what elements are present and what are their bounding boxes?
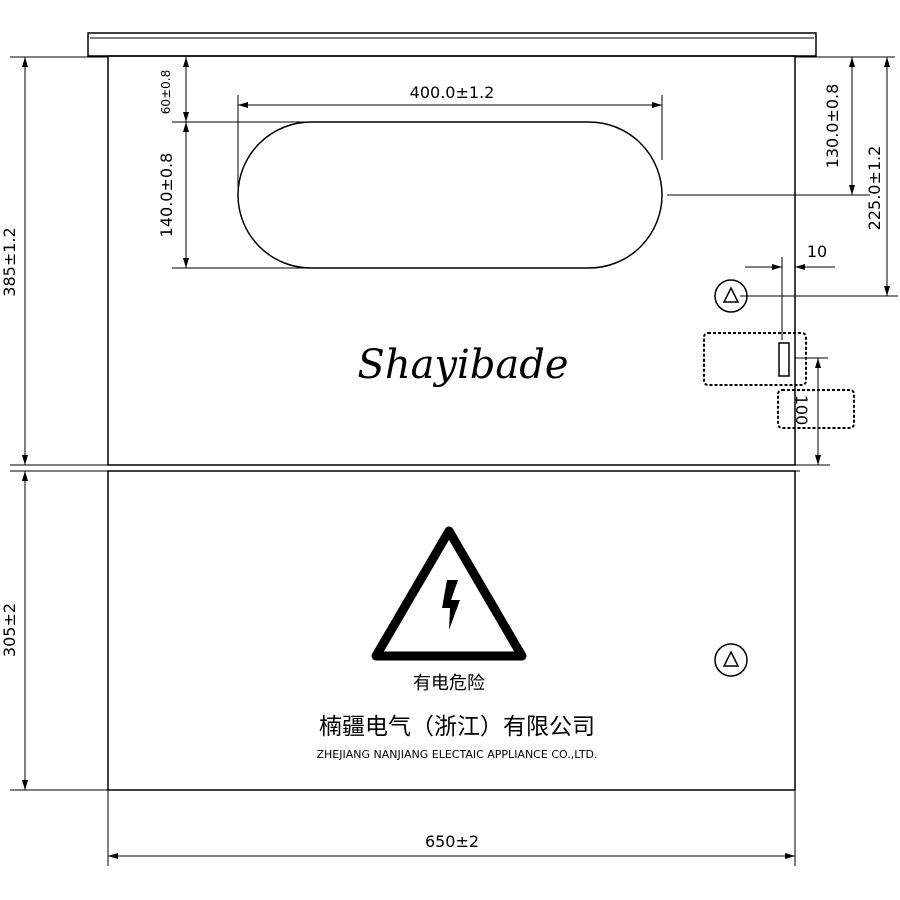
lower-body xyxy=(107,470,796,791)
dim-window-height: 140.0±0.8 xyxy=(157,153,176,238)
dim-lower-height: 305±2 xyxy=(0,603,19,657)
lock-icon-upper xyxy=(714,279,748,313)
dim-overall-width: 650±2 xyxy=(425,832,479,851)
hinge-lower xyxy=(777,389,855,429)
viewing-window xyxy=(237,121,663,269)
dim-window-top-offset: 60±0.8 xyxy=(159,70,173,114)
dim-upper-height: 385±1.2 xyxy=(0,227,19,296)
high-voltage-warning-icon xyxy=(371,526,527,661)
company-name-en: ZHEJIANG NANJIANG ELECTAIC APPLIANCE CO.… xyxy=(316,748,597,761)
dim-lock-position: 225.0±1.2 xyxy=(865,146,884,231)
dim-hinge-offset: 10 xyxy=(807,242,827,261)
company-name-cn: 楠疆电气（浙江）有限公司 xyxy=(319,714,595,740)
hinge-upper xyxy=(703,332,807,386)
dim-window-width: 400.0±1.2 xyxy=(410,83,495,102)
upper-body xyxy=(107,55,796,466)
brand-logo: Shayibade xyxy=(357,342,568,388)
top-lid xyxy=(87,32,817,57)
dim-hinge-spacing: 100 xyxy=(792,395,811,426)
warning-label: 有电危险 xyxy=(413,673,485,694)
lock-icon-lower xyxy=(714,643,748,677)
dim-window-center: 130.0±0.8 xyxy=(823,84,842,169)
